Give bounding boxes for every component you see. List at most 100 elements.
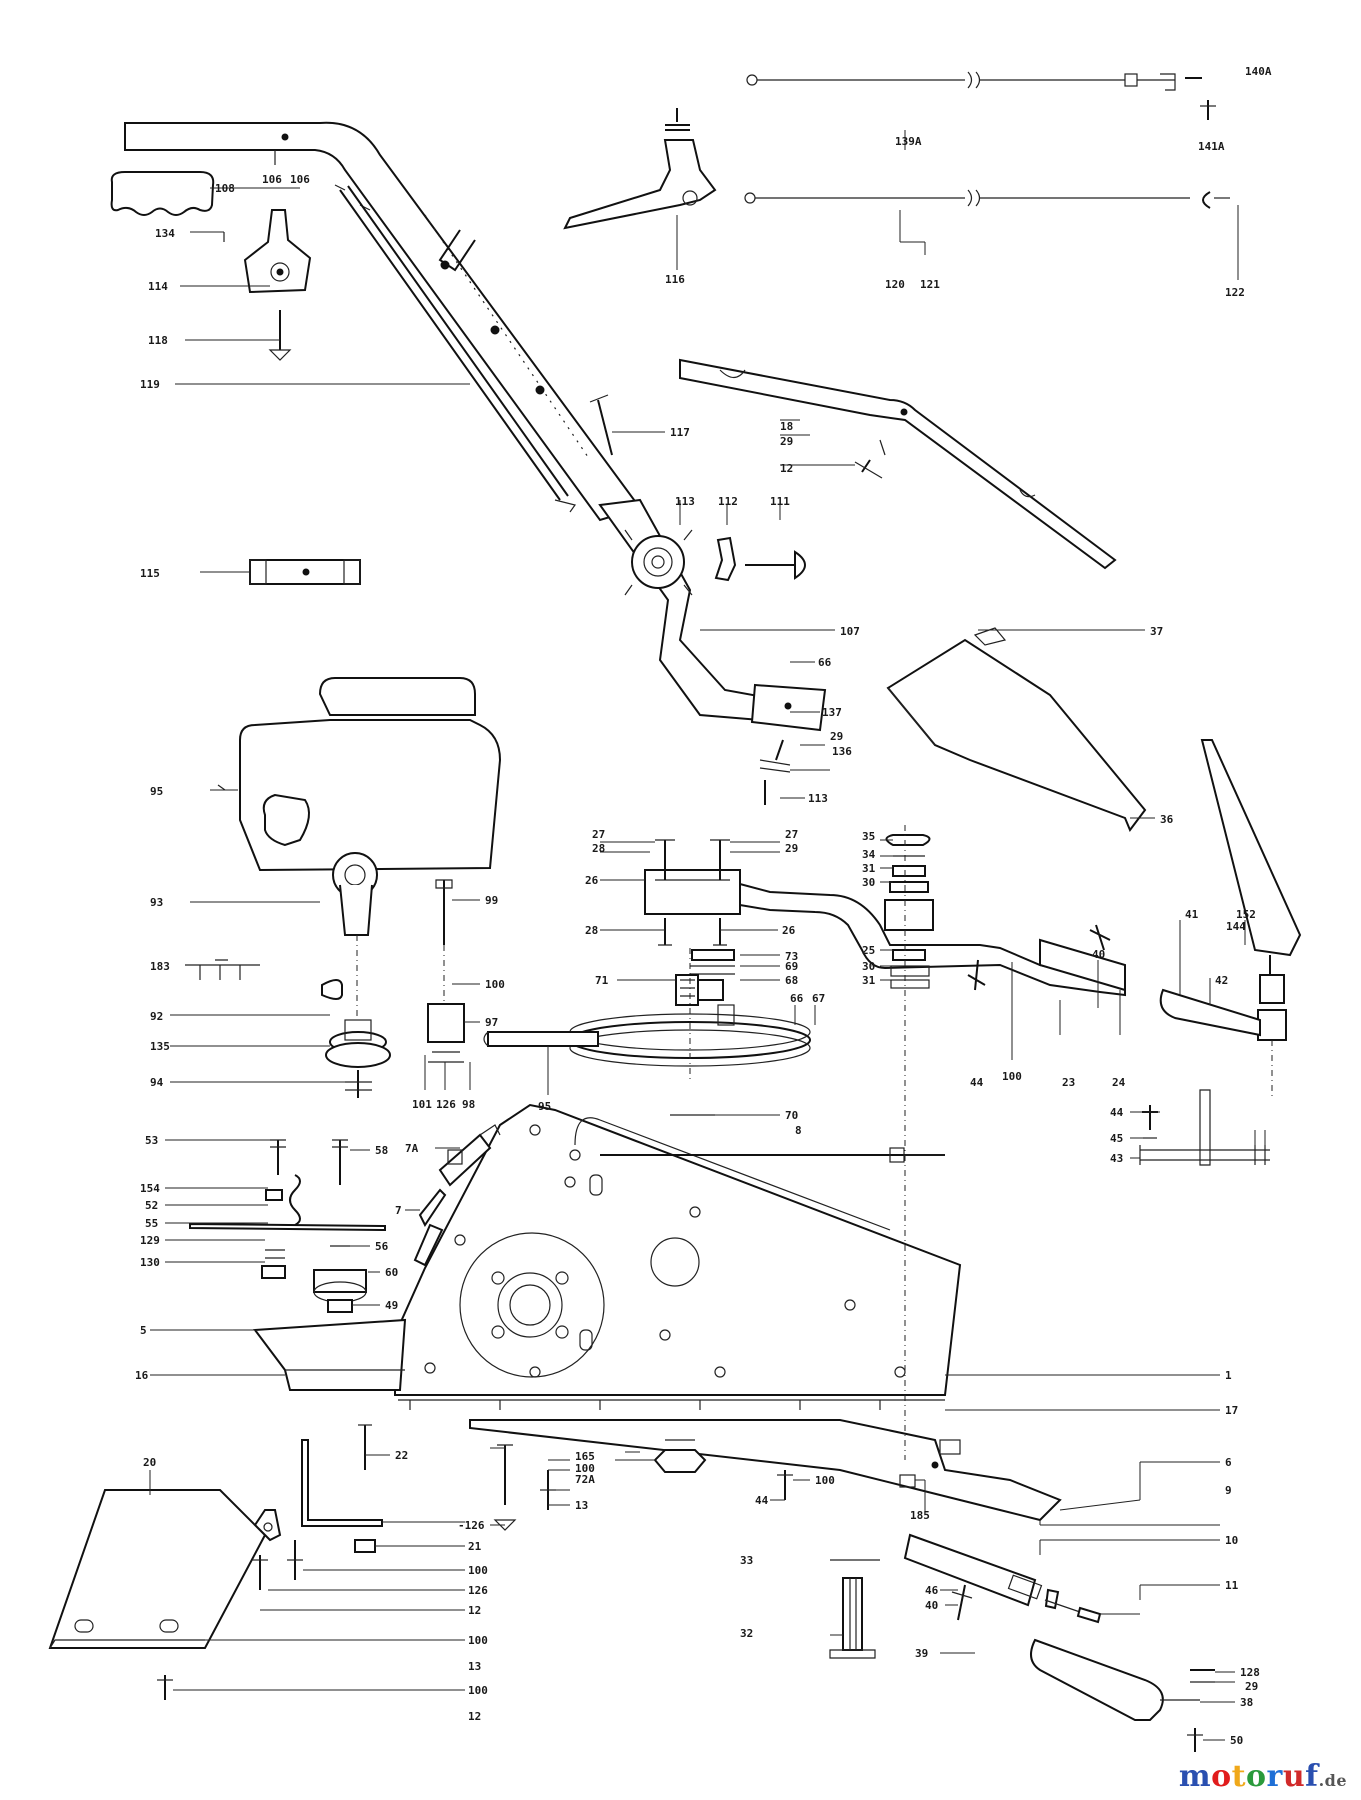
part-label: 100 (468, 1564, 488, 1577)
part-label: 116 (665, 273, 685, 286)
part-label: 28 (585, 924, 598, 937)
part-label: 53 (145, 1134, 158, 1147)
part-label: 52 (145, 1199, 158, 1212)
watermark-letter: o (1211, 1759, 1232, 1794)
part-label: 8 (795, 1124, 802, 1137)
part-label: 46 (925, 1584, 939, 1597)
part-label: 35 (862, 830, 875, 843)
part-label: 126 (468, 1584, 488, 1597)
shift-rod (600, 1114, 945, 1163)
part-label: 113 (808, 792, 828, 805)
part-label: 130 (140, 1256, 160, 1269)
part-label: 112 (718, 495, 738, 508)
part-label: 139A (895, 135, 922, 148)
part-label: 72A (575, 1473, 595, 1486)
part-label: 73 (785, 950, 798, 963)
part-label: 120 (885, 278, 905, 291)
watermark-letter: m (1178, 1759, 1212, 1794)
part-label: 93 (150, 896, 163, 909)
watermark-letter: r (1266, 1759, 1283, 1794)
clutch-cable (744, 189, 1230, 209)
pin (597, 399, 613, 456)
handle-grip (110, 171, 215, 216)
part-label: 29 (780, 435, 793, 448)
part-label: 58 (375, 1144, 388, 1157)
part-label: 6 (1225, 1456, 1232, 1469)
part-label: 12 (780, 462, 793, 475)
part-label: 154 (140, 1182, 160, 1195)
part-label: 135 (150, 1040, 170, 1053)
part-label: 29 (785, 842, 798, 855)
part-label: 94 (150, 1076, 164, 1089)
engine (217, 677, 502, 1000)
skid (253, 1318, 407, 1391)
part-label: 134 (155, 227, 175, 240)
handle-lower (598, 498, 827, 805)
part-label: 32 (740, 1627, 753, 1640)
part-label: 27 (592, 828, 605, 841)
axle-rod (469, 1419, 1062, 1522)
part-label: 27 (785, 828, 798, 841)
part-label: 10 (1225, 1534, 1238, 1547)
watermark-letter: o (1246, 1759, 1267, 1794)
part-label: 55 (145, 1217, 158, 1230)
part-label: 97 (485, 1016, 498, 1029)
part-label: 33 (740, 1554, 753, 1567)
watermark-letter: f (1305, 1759, 1319, 1794)
clamp-lever (223, 209, 312, 361)
bar-21 (287, 1424, 556, 1580)
part-label: 45 (1110, 1132, 1123, 1145)
part-label: 7 (395, 1204, 402, 1217)
part-label: 119 (140, 378, 160, 391)
part-label: 11 (1225, 1579, 1239, 1592)
part-label: 20 (143, 1456, 156, 1469)
part-label: 7A (405, 1142, 419, 1155)
part-label: 144 (1226, 920, 1246, 933)
part-label: 71 (595, 974, 609, 987)
part-label: 31 (862, 862, 876, 875)
tine-bolt (829, 1559, 880, 1659)
belt-cover (886, 627, 1147, 832)
part-label: 38 (1240, 1696, 1253, 1709)
part-label: 114 (148, 280, 168, 293)
part-label: 26 (585, 874, 599, 887)
part-label: 128 (1240, 1666, 1260, 1679)
part-label: 68 (785, 974, 798, 987)
part-label: 24 (1112, 1076, 1126, 1089)
part-label: 118 (148, 334, 168, 347)
part-label: 44 (755, 1494, 769, 1507)
screw-183 (185, 959, 260, 980)
part-label: 16 (135, 1369, 149, 1382)
part-label: 108 (215, 182, 235, 195)
part-label: 152 (1236, 908, 1256, 921)
part-label: 37 (1150, 625, 1163, 638)
part-label: 113 (675, 495, 695, 508)
throttle-lever (1159, 739, 1302, 1100)
part-label: 106 (262, 173, 282, 186)
part-label: 31 (862, 974, 876, 987)
part-label: 30 (862, 960, 875, 973)
part-label: 101 (412, 1098, 432, 1111)
sleeve (249, 559, 361, 585)
part-label: 43 (1110, 1152, 1123, 1165)
part-label: 41 (1185, 908, 1199, 921)
part-label: 18 (780, 420, 793, 433)
part-label: 36 (1160, 813, 1174, 826)
throttle-cable (746, 71, 1216, 120)
watermark-letter: u (1282, 1759, 1306, 1794)
part-label: 98 (462, 1098, 475, 1111)
part-label: 30 (862, 876, 875, 889)
frame-plate (394, 1103, 962, 1410)
part-label: 100 (468, 1684, 488, 1697)
part-label: 107 (840, 625, 860, 638)
switch (413, 1124, 501, 1267)
clip (714, 536, 737, 582)
part-label: 42 (1215, 974, 1228, 987)
part-label: 44 (970, 1076, 984, 1089)
part-label: 100 (485, 978, 505, 991)
watermark-suffix: .de (1318, 1771, 1347, 1790)
part-label: 185 (910, 1509, 930, 1522)
foot-plate (48, 1489, 282, 1700)
part-label: 39 (915, 1647, 928, 1660)
